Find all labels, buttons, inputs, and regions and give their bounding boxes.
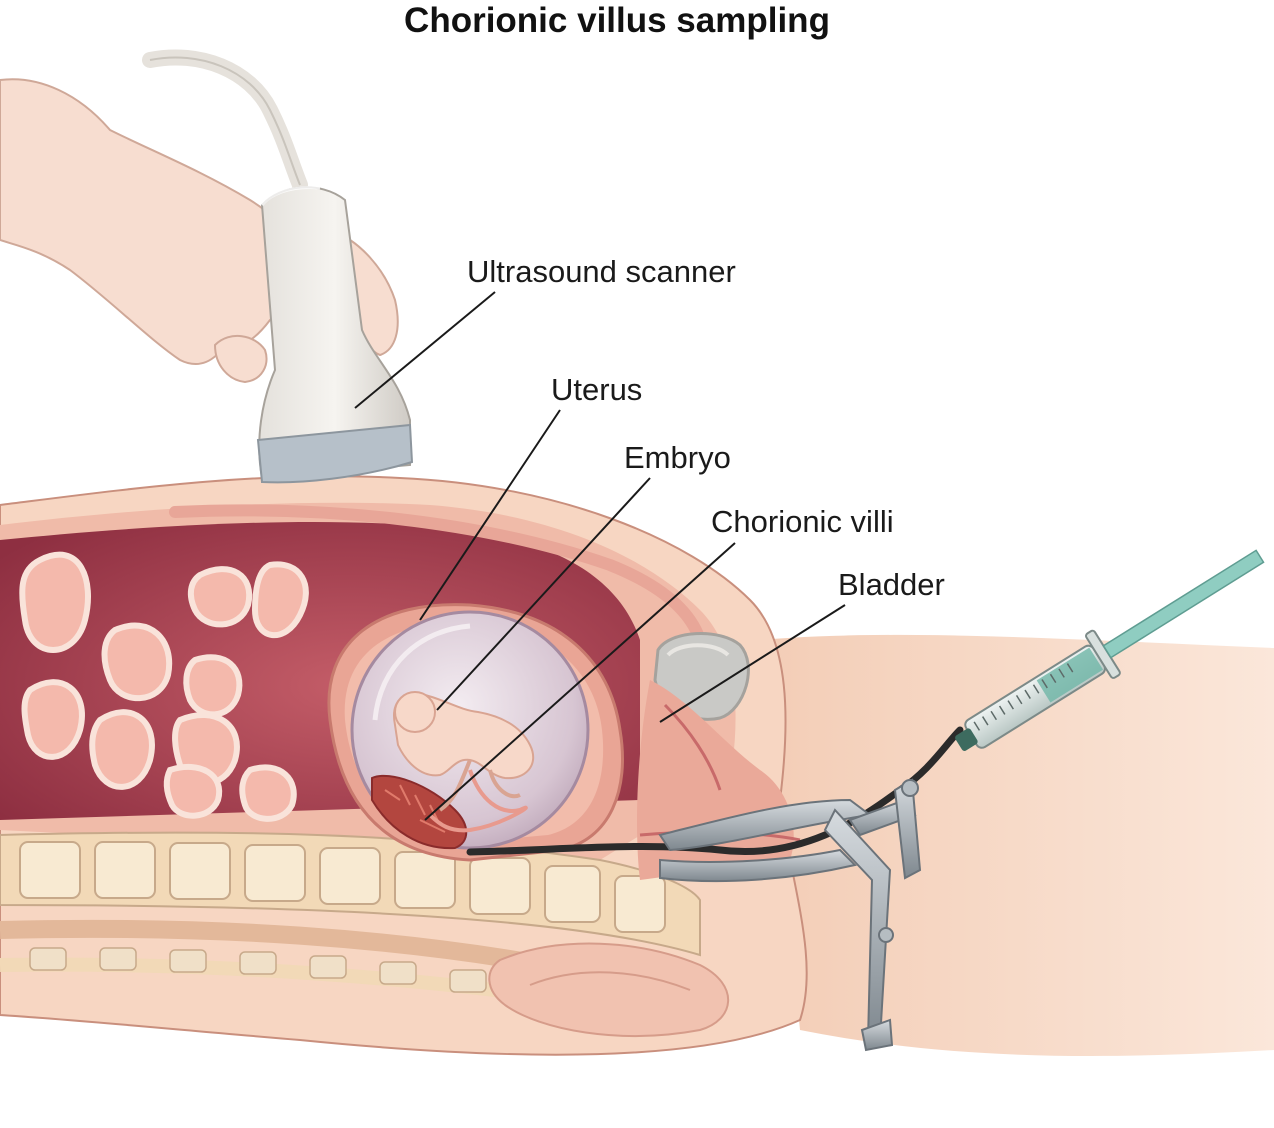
- intestines: [19, 551, 309, 822]
- rectum: [488, 942, 730, 1037]
- leader-uterus: [419, 409, 561, 621]
- speculum-icon: [658, 778, 922, 1052]
- label-embryo: Embryo: [624, 440, 731, 475]
- diagram-title: Chorionic villus sampling: [404, 1, 830, 40]
- leader-embryo: [436, 477, 651, 711]
- thigh: [760, 634, 1274, 1056]
- chorionic-villi: [371, 774, 468, 850]
- leader-lines: [354, 291, 846, 821]
- label-uterus: Uterus: [551, 372, 642, 407]
- syringe-icon: [955, 549, 1265, 751]
- label-ultrasound-scanner: Ultrasound scanner: [467, 254, 736, 289]
- leader-ultrasound-scanner: [354, 291, 496, 409]
- label-chorionic-villi: Chorionic villi: [711, 504, 894, 539]
- label-bladder: Bladder: [838, 567, 945, 602]
- embryo: [393, 691, 535, 833]
- leader-chorionic-villi: [424, 542, 736, 821]
- catheter: [466, 726, 964, 856]
- spine: [0, 831, 725, 1024]
- ultrasound-probe-icon: [142, 49, 414, 484]
- leader-bladder: [659, 604, 846, 723]
